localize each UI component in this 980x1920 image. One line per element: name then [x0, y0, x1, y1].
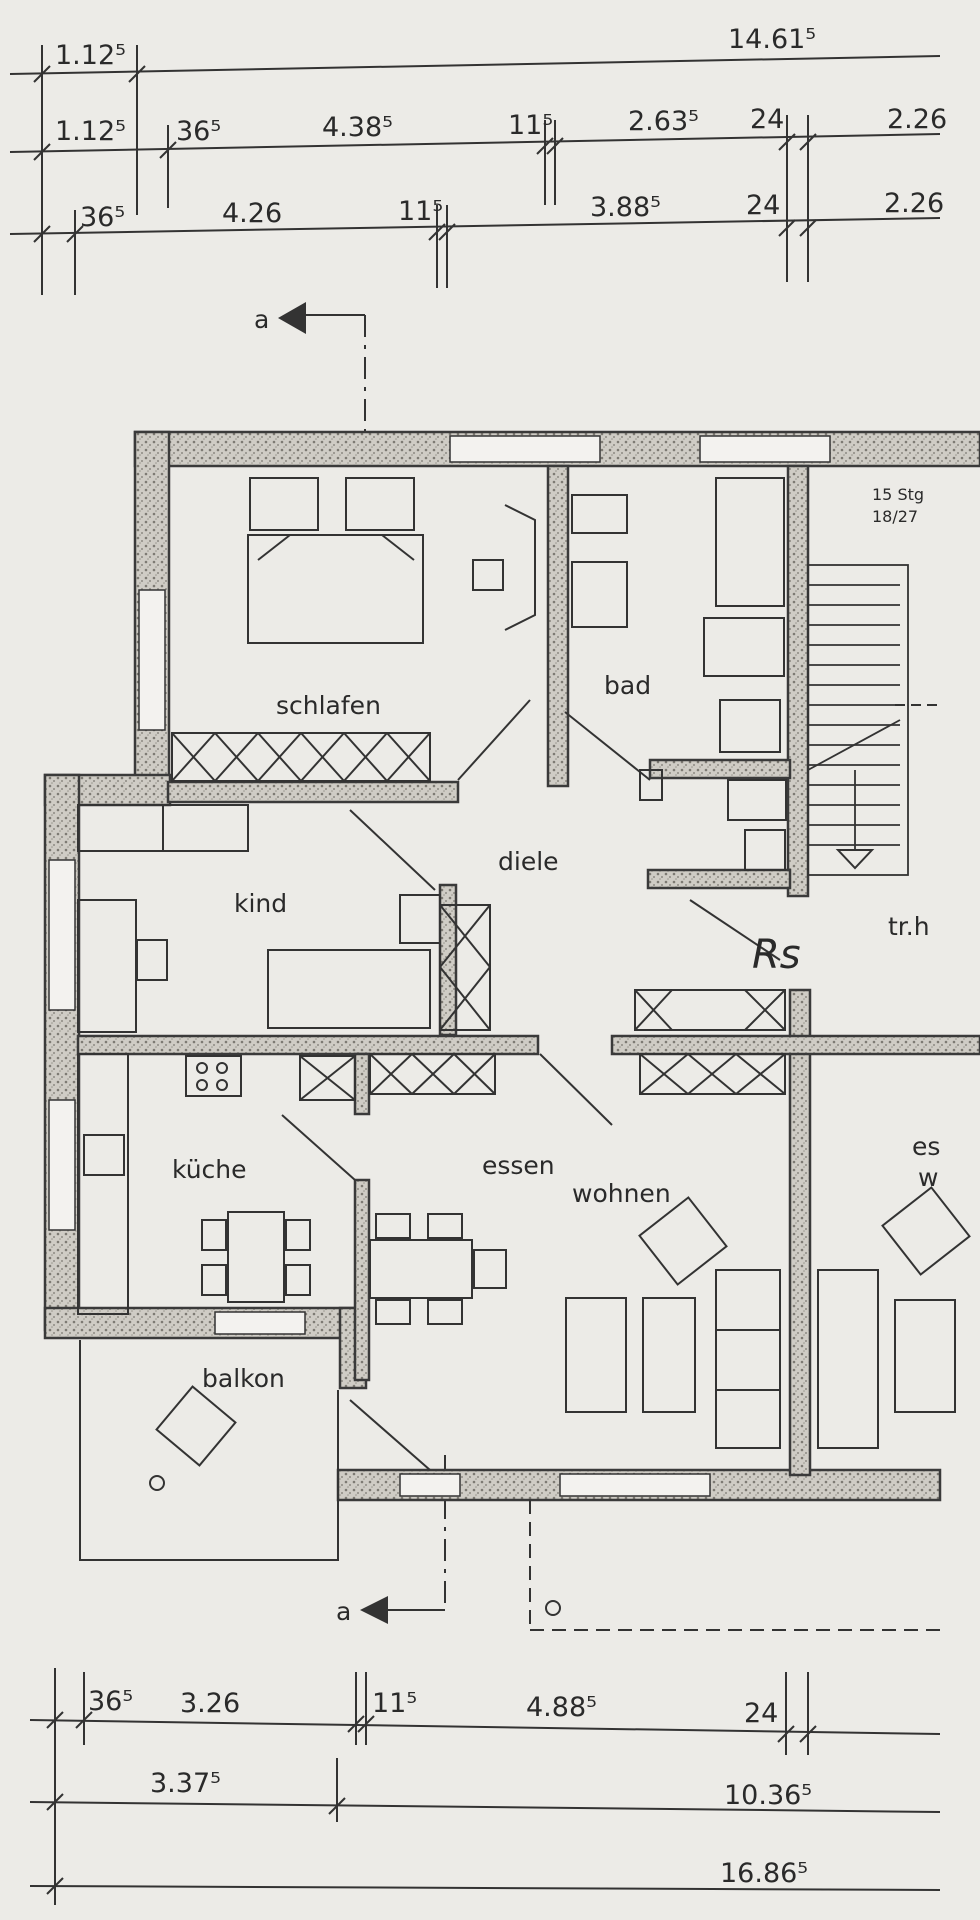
- signature: Rs: [752, 932, 801, 978]
- dim-top-row1-right: 14.61⁵: [728, 24, 816, 55]
- dim-top-row3-c: 11⁵: [398, 196, 443, 227]
- section-arrow-top-icon: [278, 302, 306, 334]
- dim-top-row3-b: 4.26: [222, 198, 282, 229]
- dim-top-row2-f: 24: [750, 104, 784, 135]
- stair-arrow-icon: [835, 849, 875, 870]
- room-label-kueche: küche: [172, 1155, 247, 1184]
- section-label-bottom: a: [336, 1597, 351, 1626]
- room-label-essen: essen: [482, 1151, 555, 1180]
- top-dimension-chain: [9, 45, 941, 295]
- dim-top-row3-e: 24: [746, 190, 780, 221]
- room-label-essen-right: es: [912, 1132, 940, 1161]
- dim-bottom-row1-b: 3.26: [180, 1688, 240, 1719]
- dim-top-row2-d: 11⁵: [508, 110, 553, 141]
- room-label-balkon: balkon: [202, 1364, 285, 1393]
- dim-bottom-row2-b: 10.36⁵: [724, 1780, 812, 1811]
- room-label-stair-hall: tr.h: [888, 912, 930, 941]
- dim-bottom-row1-a: 36⁵: [88, 1686, 133, 1717]
- dim-top-row2-g: 2.26: [887, 104, 947, 135]
- furniture: [77, 477, 971, 1631]
- dim-bottom-row2-a: 3.37⁵: [150, 1768, 221, 1799]
- dim-top-row3-f: 2.26: [884, 188, 944, 219]
- dim-top-row2-b: 36⁵: [176, 116, 221, 147]
- dim-top-row1-left: 1.12⁵: [55, 40, 126, 71]
- stairs-ratio-label: 18/27: [872, 507, 918, 526]
- dim-top-row2-c: 4.38⁵: [322, 112, 393, 143]
- windows: [48, 435, 831, 1497]
- room-label-diele: diele: [498, 847, 559, 876]
- room-label-kind: kind: [234, 889, 287, 918]
- room-label-wohnen: wohnen: [572, 1179, 671, 1208]
- room-label-bad: bad: [604, 671, 651, 700]
- dim-top-row2-a: 1.12⁵: [55, 116, 126, 147]
- staircase: [807, 564, 909, 876]
- dim-bottom-row1-d: 4.88⁵: [526, 1692, 597, 1723]
- dim-top-row3-a: 36⁵: [80, 202, 125, 233]
- bottom-dimension-chain: [29, 1668, 941, 1905]
- stairs-steps-label: 15 Stg: [872, 485, 924, 504]
- dim-top-row3-d: 3.88⁵: [590, 192, 661, 223]
- section-label-top: a: [254, 305, 269, 334]
- dim-bottom-row1-e: 24: [744, 1698, 778, 1729]
- walls: [43, 430, 980, 1502]
- room-label-schlafen: schlafen: [276, 691, 381, 720]
- section-arrow-bottom-icon: [360, 1596, 388, 1624]
- dim-bottom-row3-a: 16.86⁵: [720, 1858, 808, 1889]
- dim-top-row2-e: 2.63⁵: [628, 106, 699, 137]
- room-label-wohnen-right: w: [918, 1163, 938, 1192]
- dim-bottom-row1-c: 11⁵: [372, 1688, 417, 1719]
